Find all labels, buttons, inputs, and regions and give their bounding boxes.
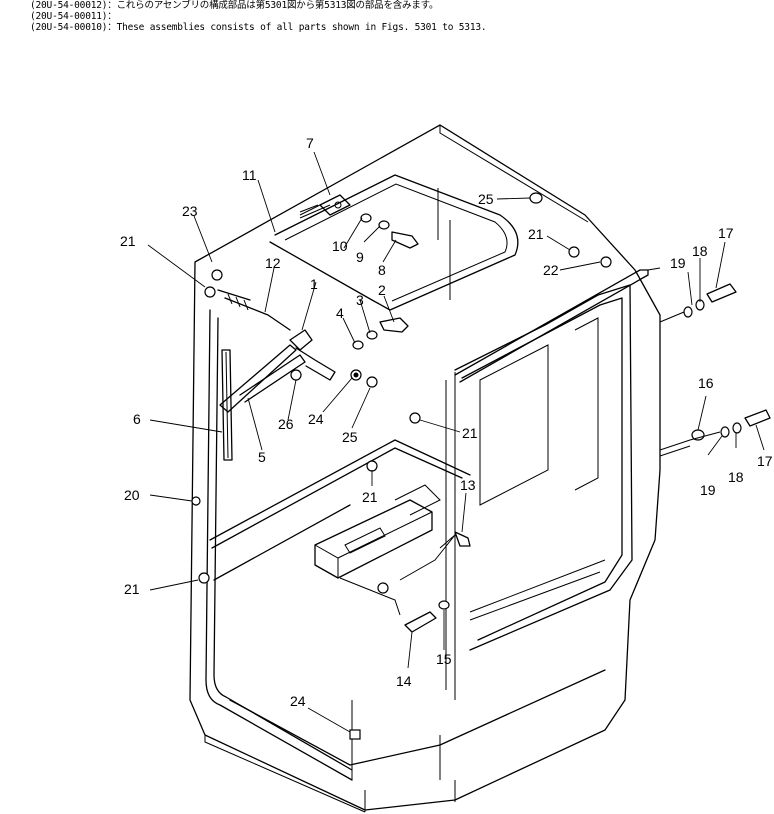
callout-9: 9 <box>356 249 364 265</box>
callout-24-upper: 24 <box>308 411 324 427</box>
callout-2: 2 <box>378 282 386 298</box>
assembly-notes: (20U-54-00012)：これらのアセンブリの構成部品は第5301図から第5… <box>30 0 770 33</box>
fasteners <box>191 192 771 740</box>
callout-10: 10 <box>332 238 348 254</box>
callout-23: 23 <box>182 203 198 219</box>
callout-21-center: 21 <box>362 489 378 505</box>
callout-25-lower: 25 <box>342 429 358 445</box>
callout-17-lower: 17 <box>757 453 773 469</box>
control-box <box>314 484 441 616</box>
callout-4: 4 <box>336 305 344 321</box>
callout-21-lower-left: 21 <box>124 581 140 597</box>
callout-26: 26 <box>278 416 294 432</box>
callout-7: 7 <box>306 135 314 151</box>
callout-14: 14 <box>396 673 412 689</box>
note-line-1: (20U-54-00012)：これらのアセンブリの構成部品は第5301図から第5… <box>30 0 439 11</box>
callout-22: 22 <box>543 262 559 278</box>
callout-11: 11 <box>242 167 257 183</box>
callout-8: 8 <box>378 262 386 278</box>
cab-frame <box>189 124 661 813</box>
callout-17-upper: 17 <box>718 225 734 241</box>
callout-21-top-right: 21 <box>528 226 544 242</box>
callout-18-upper: 18 <box>692 243 708 259</box>
callout-15: 15 <box>436 651 452 667</box>
callout-1: 1 <box>310 276 318 292</box>
callout-12: 12 <box>265 255 281 271</box>
leader-lines <box>147 151 765 733</box>
wiper-assembly <box>217 289 336 461</box>
callout-18-lower: 18 <box>728 469 744 485</box>
callout-6: 6 <box>133 411 141 427</box>
callout-21-middle: 21 <box>462 425 478 441</box>
callout-13: 13 <box>460 477 476 493</box>
callout-25-upper: 25 <box>478 191 494 207</box>
callout-19-upper: 19 <box>670 255 686 271</box>
callout-16: 16 <box>698 375 714 391</box>
callout-21-top-left: 21 <box>120 233 136 249</box>
callout-20: 20 <box>124 487 140 503</box>
callout-19-lower: 19 <box>700 482 716 498</box>
note-line-3: (20U-54-00010)：These assemblies consists… <box>30 22 487 33</box>
callout-24-lower: 24 <box>290 693 306 709</box>
note-line-2: (20U-54-00011)： <box>30 11 117 22</box>
callout-5: 5 <box>258 449 266 465</box>
callout-labels: 1 2 3 4 5 6 7 8 9 10 11 12 13 14 15 16 1… <box>120 135 773 709</box>
callout-3: 3 <box>356 292 364 308</box>
